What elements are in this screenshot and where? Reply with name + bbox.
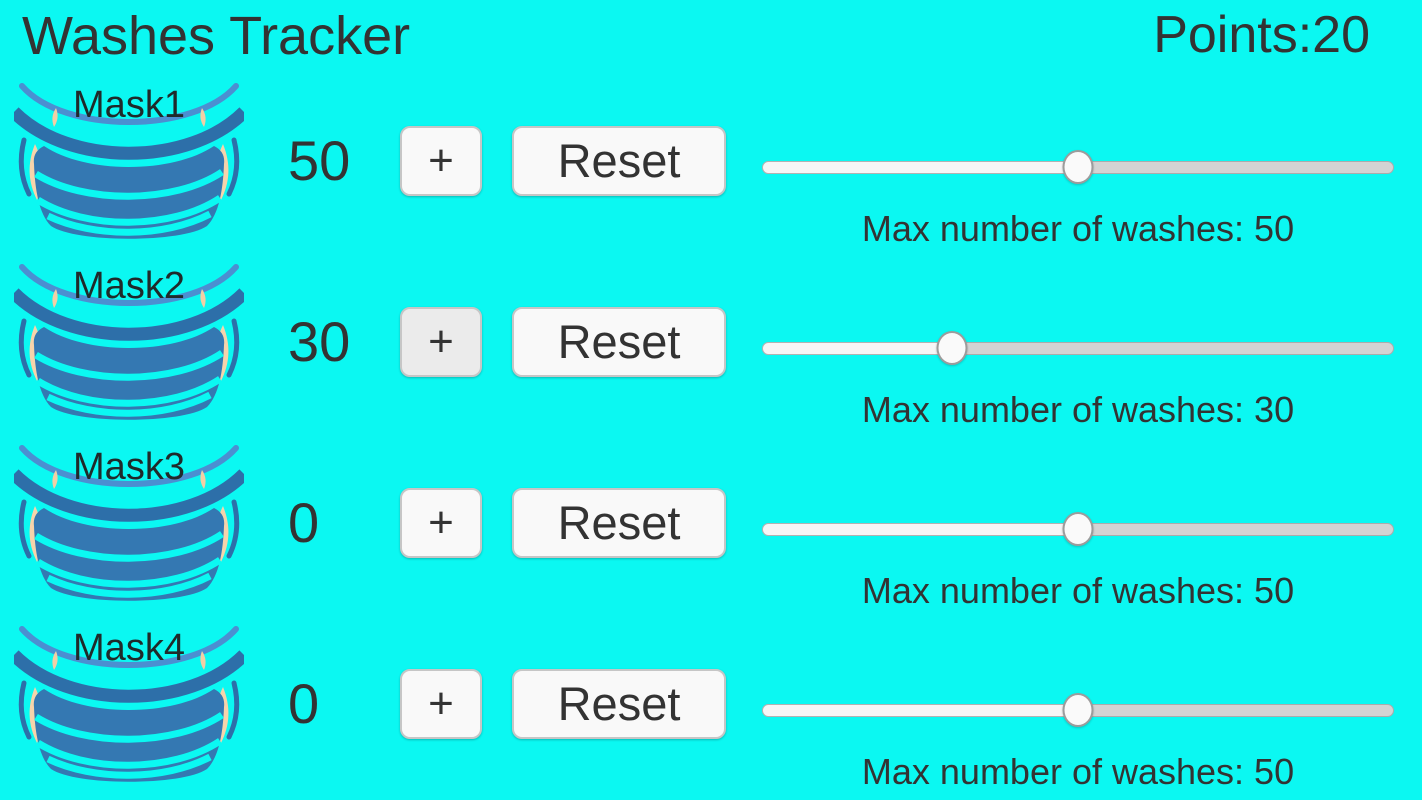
mask-row: Mask4 0 + Reset Max number of washes: 50 xyxy=(0,613,1422,794)
mask-row: Mask2 30 + Reset Max number of washes: 3… xyxy=(0,251,1422,432)
header: Washes Tracker Points:20 xyxy=(0,0,1422,70)
face-mask-icon: Mask2 xyxy=(14,263,244,423)
mask-row: Mask1 50 + Reset Max number of washes: 5… xyxy=(0,70,1422,251)
max-washes-slider[interactable] xyxy=(762,331,1394,365)
mask-rows: Mask1 50 + Reset Max number of washes: 5… xyxy=(0,70,1422,794)
mask-name-label: Mask1 xyxy=(73,84,185,126)
face-mask-icon: Mask3 xyxy=(14,444,244,604)
max-washes-control: Max number of washes: 50 xyxy=(762,150,1394,250)
mask-name-label: Mask3 xyxy=(73,446,185,488)
max-washes-caption: Max number of washes: 50 xyxy=(861,208,1295,249)
reset-button[interactable]: Reset xyxy=(512,668,726,739)
max-washes-control: Max number of washes: 50 xyxy=(762,693,1394,793)
max-washes-slider[interactable] xyxy=(762,150,1394,184)
reset-button[interactable]: Reset xyxy=(512,125,726,196)
face-mask-icon: Mask4 xyxy=(14,625,244,785)
slider-thumb[interactable] xyxy=(1062,150,1094,184)
slider-fill xyxy=(762,523,1078,536)
points-badge: Points:20 xyxy=(1153,6,1370,64)
slider-thumb[interactable] xyxy=(1062,693,1094,727)
max-washes-caption: Max number of washes: 30 xyxy=(861,389,1295,430)
slider-thumb[interactable] xyxy=(936,331,968,365)
page-title: Washes Tracker xyxy=(22,6,411,66)
mask-row: Mask3 0 + Reset Max number of washes: 50 xyxy=(0,432,1422,613)
max-washes-slider[interactable] xyxy=(762,512,1394,546)
slider-thumb[interactable] xyxy=(1062,512,1094,546)
max-washes-caption: Max number of washes: 50 xyxy=(861,751,1295,792)
wash-count: 0 xyxy=(288,491,320,554)
slider-fill xyxy=(762,704,1078,717)
max-washes-slider[interactable] xyxy=(762,693,1394,727)
increment-button[interactable]: + xyxy=(400,125,482,196)
max-washes-control: Max number of washes: 30 xyxy=(762,331,1394,431)
face-mask-icon: Mask1 xyxy=(14,82,244,242)
increment-button[interactable]: + xyxy=(400,487,482,558)
max-washes-control: Max number of washes: 50 xyxy=(762,512,1394,612)
increment-button[interactable]: + xyxy=(400,668,482,739)
wash-count: 0 xyxy=(288,672,320,735)
mask-name-label: Mask4 xyxy=(73,627,185,669)
wash-count: 50 xyxy=(288,129,351,192)
slider-fill xyxy=(762,161,1078,174)
reset-button[interactable]: Reset xyxy=(512,487,726,558)
slider-fill xyxy=(762,342,952,355)
reset-button[interactable]: Reset xyxy=(512,306,726,377)
wash-count: 30 xyxy=(288,310,351,373)
increment-button[interactable]: + xyxy=(400,306,482,377)
max-washes-caption: Max number of washes: 50 xyxy=(861,570,1295,611)
mask-name-label: Mask2 xyxy=(73,265,185,307)
